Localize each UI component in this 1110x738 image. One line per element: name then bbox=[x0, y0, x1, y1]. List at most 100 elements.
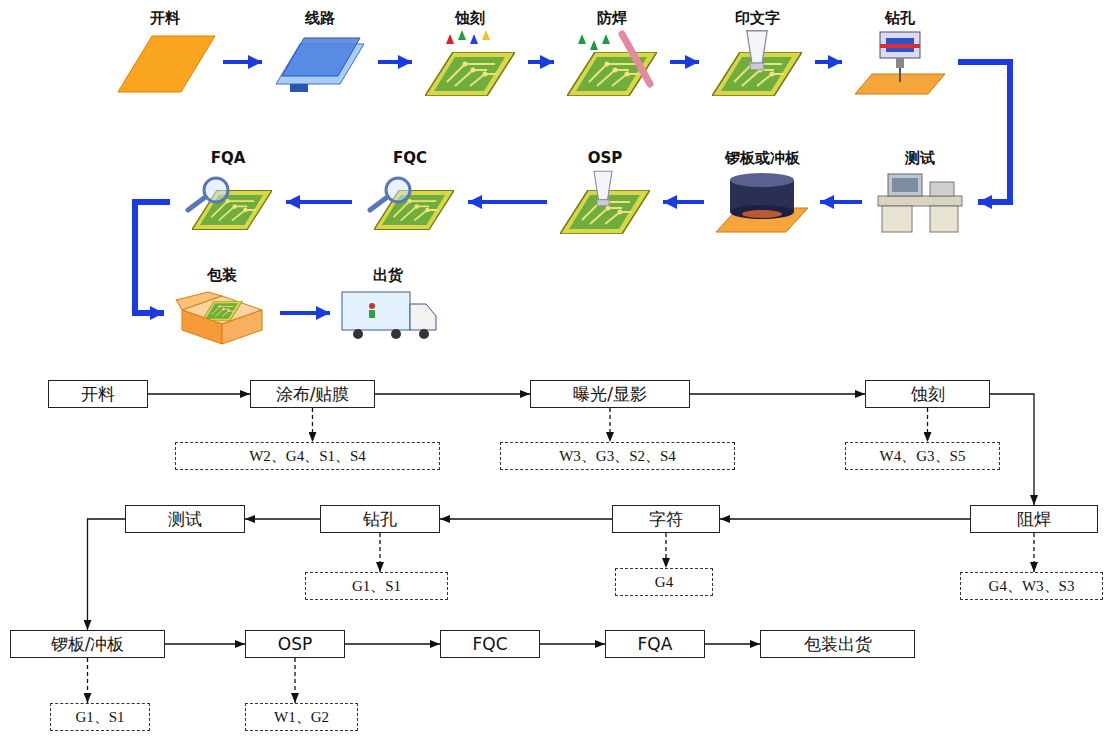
circuit-film bbox=[276, 38, 364, 92]
flow-arrow bbox=[958, 62, 1010, 202]
box-label: 曝光/显影 bbox=[573, 383, 647, 406]
process-step: OSP bbox=[547, 148, 663, 238]
process-box: FQA bbox=[605, 630, 705, 658]
box-label: 开料 bbox=[81, 383, 115, 406]
process-step: 印文字 bbox=[699, 8, 815, 98]
process-box: 涂布/贴膜 bbox=[250, 380, 375, 408]
step-label: 防焊 bbox=[554, 8, 670, 28]
flow-arrow bbox=[528, 60, 554, 64]
step-label: FQA bbox=[170, 148, 286, 168]
pollutant-box: G1、S1 bbox=[305, 572, 448, 600]
process-step: FQA bbox=[170, 148, 286, 238]
process-box: 蚀刻 bbox=[865, 380, 990, 408]
flow-connector bbox=[375, 393, 530, 394]
pollutant-box: W4、G3、S5 bbox=[845, 442, 1000, 470]
flow-connector bbox=[720, 518, 970, 519]
flow-arrow bbox=[663, 200, 704, 204]
truck-icon bbox=[342, 292, 436, 339]
process-step: 锣板或冲板 bbox=[704, 148, 820, 238]
process-box: FQC bbox=[440, 630, 540, 658]
process-box: 字符 bbox=[612, 505, 720, 533]
pollutant-box: G1、S1 bbox=[50, 703, 150, 731]
box-label: OSP bbox=[278, 634, 312, 654]
pollutant-leader bbox=[87, 658, 88, 703]
box-label: 测试 bbox=[168, 508, 202, 531]
box-label: 蚀刻 bbox=[911, 383, 945, 406]
pollutant-code: G4 bbox=[655, 574, 673, 591]
pollutant-box: W2、G4、S1、S4 bbox=[175, 442, 440, 470]
process-step: 包装 bbox=[164, 265, 280, 345]
step-label: FQC bbox=[352, 148, 468, 168]
process-box: 阻焊 bbox=[970, 505, 1098, 533]
inspection-icon bbox=[370, 178, 454, 230]
flow-connector bbox=[540, 643, 605, 644]
flow-connector bbox=[345, 643, 440, 644]
routing-icon bbox=[716, 173, 808, 232]
flow-connector bbox=[245, 518, 320, 519]
pollutant-leader bbox=[665, 533, 666, 568]
flow-connector bbox=[690, 393, 865, 394]
pollutant-box: G4、W3、S3 bbox=[960, 572, 1103, 600]
flow-arrow bbox=[378, 60, 412, 64]
pollutant-code: G1、S1 bbox=[352, 577, 401, 596]
process-step: 钻孔 bbox=[842, 8, 958, 98]
step-label: 测试 bbox=[862, 148, 978, 168]
box-label: 阻焊 bbox=[1017, 508, 1051, 531]
process-step: 防焊 bbox=[554, 8, 670, 98]
box-label: FQC bbox=[472, 634, 507, 654]
flow-connector bbox=[148, 393, 250, 394]
step-label: 出货 bbox=[330, 265, 446, 285]
pollutant-leader bbox=[927, 408, 928, 442]
pollutant-leader bbox=[379, 533, 380, 572]
process-box: OSP bbox=[245, 630, 345, 658]
flow-arrow bbox=[815, 60, 842, 64]
process-step: 开料 bbox=[107, 8, 223, 98]
process-box: 曝光/显影 bbox=[530, 380, 690, 408]
pollutant-code: G4、W3、S3 bbox=[989, 577, 1075, 596]
flow-arrow bbox=[820, 200, 862, 204]
pollutant-code: W3、G3、S2、S4 bbox=[559, 447, 676, 466]
flow-connector bbox=[88, 519, 126, 630]
pollutant-box: G4 bbox=[615, 568, 713, 596]
pollutant-code: G1、S1 bbox=[75, 708, 124, 727]
process-step: 出货 bbox=[330, 265, 446, 345]
drill-icon bbox=[855, 32, 945, 94]
box-label: FQA bbox=[638, 634, 673, 654]
box-label: 钻孔 bbox=[363, 508, 397, 531]
box-label: 锣板/冲板 bbox=[51, 633, 125, 656]
step-label: 钻孔 bbox=[842, 8, 958, 28]
pollutant-leader bbox=[312, 408, 313, 442]
tester-icon bbox=[878, 174, 962, 232]
box-label: 字符 bbox=[649, 508, 683, 531]
box-label: 包装出货 bbox=[804, 633, 872, 656]
flow-arrow bbox=[223, 60, 262, 64]
process-box: 开料 bbox=[48, 380, 148, 408]
flow-connector bbox=[440, 518, 612, 519]
flow-arrow bbox=[280, 311, 330, 315]
process-step: FQC bbox=[352, 148, 468, 238]
solder-mask-icon bbox=[567, 34, 657, 96]
step-label: 蚀刻 bbox=[412, 8, 528, 28]
process-box: 包装出货 bbox=[760, 630, 915, 658]
inspection-icon bbox=[188, 178, 272, 230]
process-step: 线路 bbox=[262, 8, 378, 98]
etching-icon bbox=[425, 30, 515, 96]
process-step: 测试 bbox=[862, 148, 978, 238]
pollutant-leader bbox=[294, 658, 295, 703]
process-step: 蚀刻 bbox=[412, 8, 528, 98]
process-box: 测试 bbox=[125, 505, 245, 533]
pollutant-code: W4、G3、S5 bbox=[880, 447, 966, 466]
box-label: 涂布/贴膜 bbox=[276, 383, 350, 406]
step-label: 线路 bbox=[262, 8, 378, 28]
step-label: 印文字 bbox=[699, 8, 815, 28]
pollutant-leader bbox=[1033, 533, 1034, 572]
pollutant-code: W2、G4、S1、S4 bbox=[249, 447, 366, 466]
package-icon bbox=[176, 292, 262, 344]
osp-icon bbox=[560, 171, 650, 234]
pollutant-box: W3、G3、S2、S4 bbox=[500, 442, 735, 470]
step-label: 开料 bbox=[107, 8, 223, 28]
flow-arrow bbox=[135, 202, 170, 313]
